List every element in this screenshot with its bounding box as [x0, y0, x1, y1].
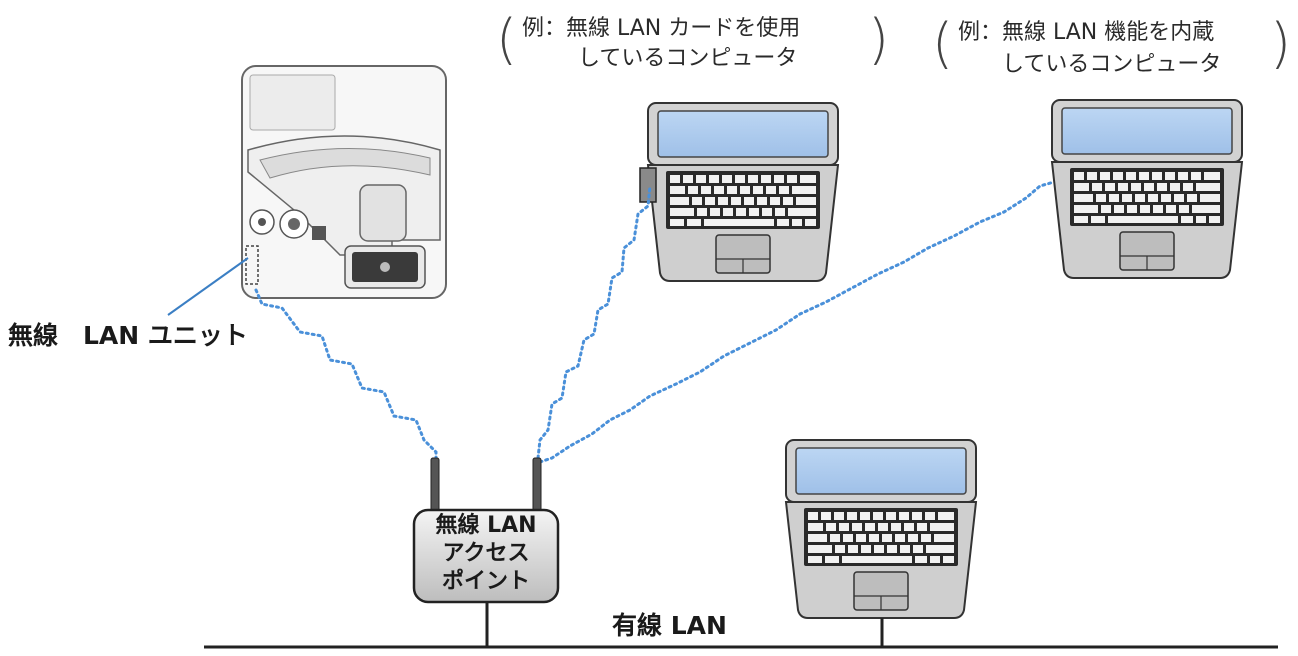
callout-card-pc-line2: しているコンピュータ [578, 46, 798, 71]
wireless-lan-unit-label: 無線 LAN ユニット [8, 321, 248, 350]
laptop-icon [647, 102, 839, 282]
projector-icon [241, 65, 447, 299]
wired-lan-label: 有線 LAN [612, 611, 727, 640]
bracket-close: ) [868, 8, 890, 71]
access-point-label: 無線 LAN アクセス ポイント [414, 512, 558, 596]
wireless-link-builtin-pc [538, 180, 1056, 464]
laptop-icon [785, 439, 977, 619]
access-point-label-line3: ポイント [441, 569, 530, 594]
bracket-open: ( [496, 8, 518, 71]
callout-builtin-pc-line1: 例：無線 LAN 機能を内蔵 [958, 20, 1215, 45]
access-point-label-line1: 無線 LAN [435, 513, 537, 538]
wireless-access-point-icon [412, 457, 560, 604]
bracket-open: ( [932, 12, 954, 75]
wireless-link-projector [254, 288, 438, 462]
wired-lan-line [204, 603, 1278, 649]
access-point-label-line2: アクセス [442, 541, 530, 566]
wireless-link-card-pc [536, 184, 652, 460]
leader-line [167, 257, 249, 316]
callout-builtin-pc-line2: しているコンピュータ [1002, 52, 1222, 77]
laptop-icon [1051, 99, 1243, 279]
bracket-close: ) [1270, 12, 1292, 75]
callout-card-pc-line1: 例：無線 LAN カードを使用 [522, 16, 801, 41]
